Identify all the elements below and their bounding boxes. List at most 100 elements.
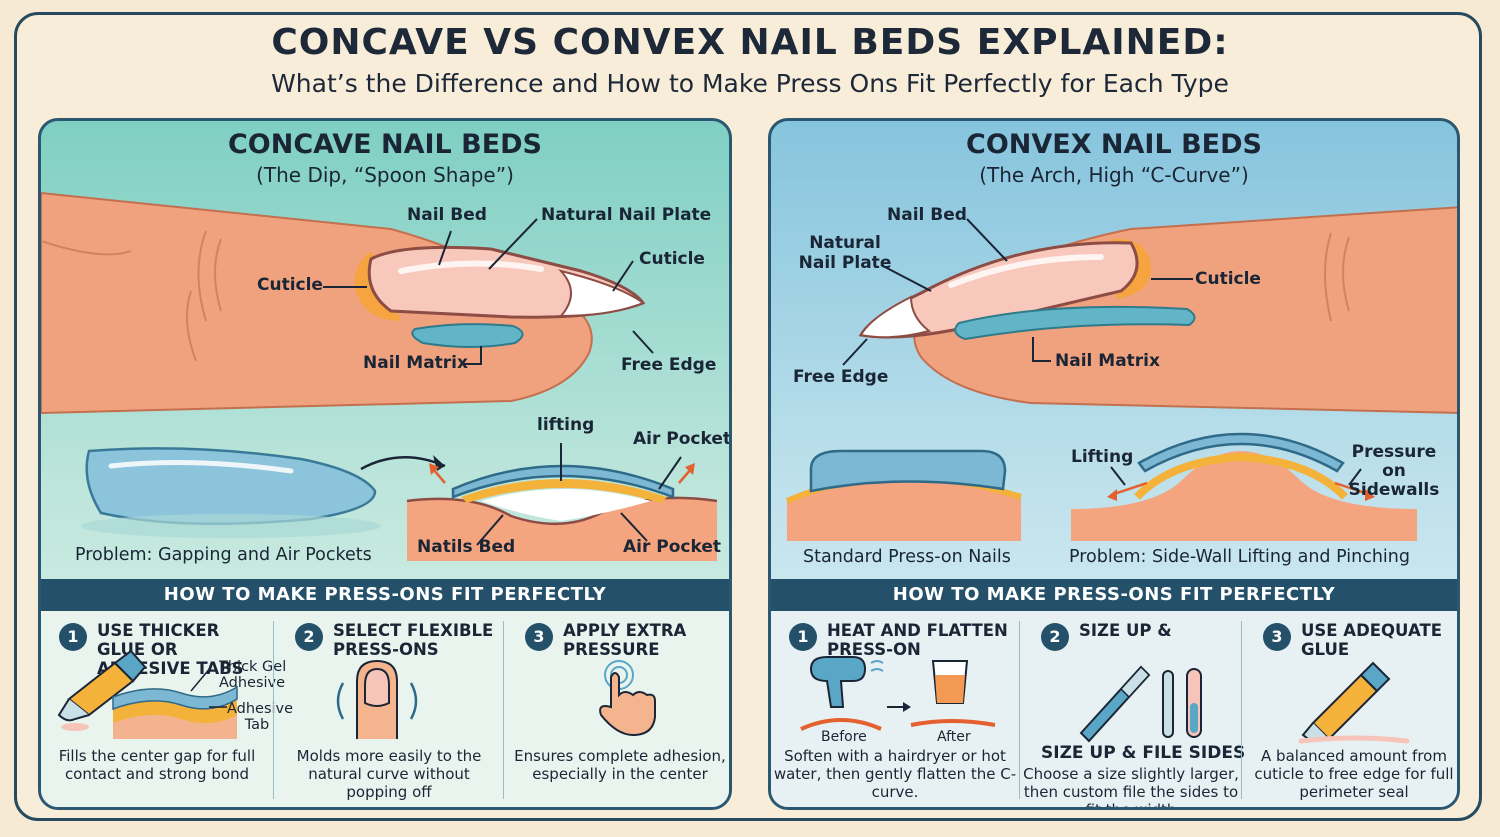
concave-tip-2: 2 SELECT FLEXIBLE PRESS-ONS Molds more e… <box>277 611 501 807</box>
press-on-shine <box>108 460 294 474</box>
tip-title: HEAT AND FLATTEN PRESS-ON <box>827 621 1008 659</box>
wide-nail-tip <box>1190 703 1198 733</box>
label-natural-nail-plate: Natural Nail Plate <box>541 205 712 225</box>
tip-description: Molds more easily to the natural curve w… <box>296 747 482 801</box>
tip-title: SELECT FLEXIBLE PRESS-ONS <box>333 621 494 659</box>
leader-free-edge <box>842 338 868 366</box>
convex-cross-section-skin <box>1071 451 1417 541</box>
tip-number: 3 <box>525 623 553 651</box>
tip-divider <box>1241 621 1242 799</box>
tip-number: 2 <box>295 623 323 651</box>
glue-drop <box>61 723 89 731</box>
concave-finger-illustration <box>41 191 718 561</box>
cross-section-skin <box>407 497 717 561</box>
leader-nail-bed <box>966 218 1008 262</box>
label-air-pocket-bottom: Air Pocket <box>623 537 722 557</box>
glue-tube-icon <box>1311 673 1379 741</box>
concave-title: CONCAVE NAIL BEDS <box>227 129 542 160</box>
tip-divider <box>503 621 504 799</box>
tip-description: Soften with a hairdryer or hot water, th… <box>773 747 1017 801</box>
lift-arrow-right <box>678 468 692 484</box>
leader-nail-bed <box>438 230 452 266</box>
convex-problem-caption: Problem: Side-Wall Lifting and Pinching <box>1069 547 1410 567</box>
water-cup-fill <box>935 675 965 703</box>
free-edge-tip <box>558 269 645 318</box>
press-on-nail <box>85 447 377 526</box>
label-nail-matrix: Nail Matrix <box>1055 351 1160 371</box>
label-nail-matrix: Nail Matrix <box>363 353 468 373</box>
pointing-hand-icon <box>599 672 656 737</box>
nail-shine <box>398 260 544 274</box>
before-curve <box>800 718 882 731</box>
sidewall-arrow-left-head <box>1107 489 1117 501</box>
tip-number: 2 <box>1041 623 1069 651</box>
leader-thick-gel <box>190 666 212 692</box>
label-air-pocket-top: Air Pocket <box>633 429 732 449</box>
cross-section-glue <box>461 479 667 503</box>
tip-title: USE ADEQUATE GLUE <box>1301 621 1442 659</box>
label-lifting: lifting <box>537 415 595 435</box>
finger-icon-illustration <box>336 659 418 739</box>
tip-description: Ensures complete adhesion, especially in… <box>514 747 726 783</box>
press-icon-illustration <box>599 660 656 737</box>
heat-flatten-illustration <box>800 656 996 731</box>
tip-title: SIZE UP & <box>1079 621 1172 640</box>
tip-divider <box>1019 621 1020 799</box>
press-on-shadow <box>81 514 381 538</box>
knuckle-lines <box>1324 232 1350 322</box>
leader-air-pocket-top <box>658 456 682 490</box>
leader-pressure <box>1348 468 1362 486</box>
header: CONCAVE VS CONVEX NAIL BEDS EXPLAINED: W… <box>0 22 1500 98</box>
air-pocket <box>481 489 651 521</box>
convex-panel: CONVEX NAIL BEDS (The Arch, High “C-Curv… <box>768 118 1460 810</box>
leader-nail-plate <box>488 218 538 270</box>
concave-fit-header: HOW TO MAKE PRESS-ONS FIT PERFECTLY <box>41 579 729 611</box>
sidewall-arrow-right-head <box>1365 489 1375 501</box>
leader-natils-bed <box>476 514 504 546</box>
after-curve <box>910 719 996 727</box>
transform-arrow-head <box>903 702 911 712</box>
glue-line <box>1298 735 1410 744</box>
leader-air-pocket-bottom <box>620 512 648 542</box>
leader-lifting <box>1110 466 1126 486</box>
concave-nail-matrix <box>411 323 524 348</box>
label-thick-gel: Thick Gel Adhesive <box>219 659 287 691</box>
standard-skin <box>787 476 1021 541</box>
finger-crease <box>41 240 132 256</box>
leader-matrix <box>1032 337 1051 362</box>
lift-arrow-left-head <box>429 463 439 475</box>
label-lifting: Lifting <box>1071 447 1134 467</box>
cross-section-press-on <box>451 464 675 499</box>
convex-title: CONVEX NAIL BEDS <box>966 129 1262 160</box>
tip-number: 1 <box>59 623 87 651</box>
concave-tip-3: 3 APPLY EXTRA PRESSURE Ensures complete … <box>507 611 729 807</box>
convex-fit-header: HOW TO MAKE PRESS-ONS FIT PERFECTLY <box>771 579 1457 611</box>
convex-cross-section-press-on <box>1137 432 1345 473</box>
label-nail-bed: Nail Bed <box>407 205 487 225</box>
tip-title: APPLY EXTRA PRESSURE <box>563 621 687 659</box>
glue-nozzle <box>57 698 90 722</box>
lift-arrow-right-head <box>685 463 695 475</box>
convex-cross-section-glue <box>1134 452 1348 500</box>
knuckle-lines <box>186 230 222 362</box>
tip-subtitle: SIZE UP & FILE SIDES <box>1041 743 1246 763</box>
slim-nail-icon <box>1162 670 1174 738</box>
glue-application-illustration <box>1298 661 1410 744</box>
label-nail-bed: Nail Bed <box>887 205 967 225</box>
glue-cap <box>1359 661 1391 693</box>
flex-arrow-left-icon <box>336 682 345 720</box>
label-cuticle: Cuticle <box>257 275 323 295</box>
adhesive-tab-layer <box>112 685 238 711</box>
leader-cuticle-right <box>612 260 634 292</box>
lift-arrow-left <box>432 468 446 484</box>
label-cuticle: Cuticle <box>1195 269 1261 289</box>
label-adhesive-tab: Adhesive Tab <box>227 701 294 733</box>
nail-file-grip <box>1119 665 1151 699</box>
convex-tip-3: 3 USE ADEQUATE GLUE A balanced amount fr… <box>1245 611 1457 807</box>
label-after: After <box>937 729 971 745</box>
concave-tip-1: 1 USE THICKER GLUE OR ADHESIVE TABS Thic… <box>41 611 293 807</box>
concave-tips: 1 USE THICKER GLUE OR ADHESIVE TABS Thic… <box>41 611 729 807</box>
standard-press-on-caption: Standard Press-on Nails <box>803 547 1011 567</box>
leader-nail-plate <box>880 264 932 292</box>
free-edge-tip <box>859 295 932 339</box>
